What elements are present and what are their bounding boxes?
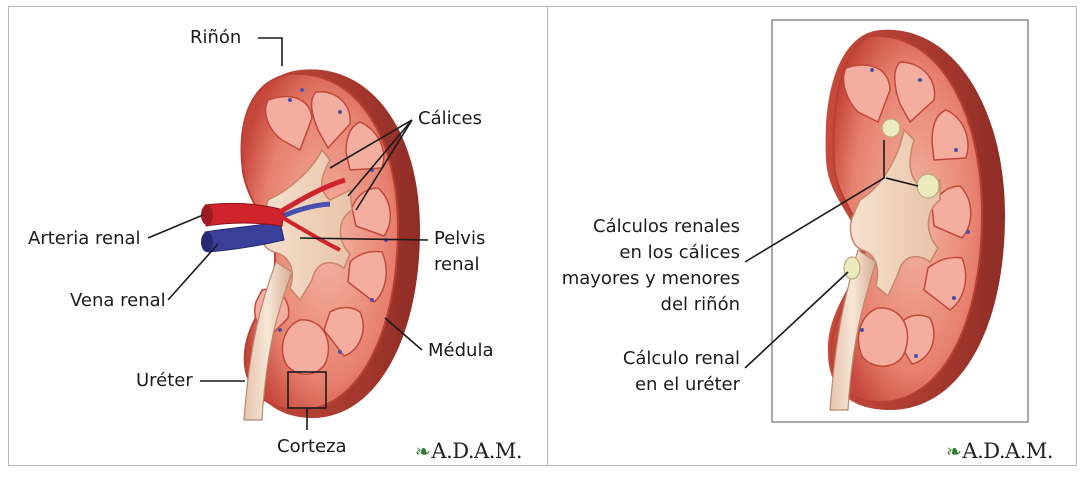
label-medulla: Médula <box>428 340 493 362</box>
label-cortex: Corteza <box>277 436 347 458</box>
label-stones-calyces-1: Cálculos renales <box>593 216 740 238</box>
label-renal-vein: Vena renal <box>70 290 166 312</box>
label-stones-calyces-2: en los cálices <box>619 242 740 264</box>
label-stones-calyces-3: mayores y menores <box>562 268 740 290</box>
label-stone-ureter-2: en el uréter <box>635 374 740 396</box>
label-calyces: Cálices <box>418 108 482 130</box>
label-stone-ureter-1: Cálculo renal <box>623 348 740 370</box>
label-renal-pelvis-1: Pelvis <box>434 228 485 250</box>
label-ureter: Uréter <box>136 370 193 392</box>
logo-text: A.D.A.M. <box>431 439 522 463</box>
left-kidney <box>201 69 420 420</box>
label-renal-artery: Arteria renal <box>28 228 141 250</box>
logo-text: A.D.A.M. <box>962 439 1053 463</box>
leaf-icon: ❧ <box>946 441 961 463</box>
leaf-icon: ❧ <box>415 441 430 463</box>
adam-logo-left: ❧A.D.A.M. <box>415 439 522 463</box>
label-kidney: Riñón <box>190 27 241 49</box>
renal-artery <box>205 203 284 226</box>
adam-logo-right: ❧A.D.A.M. <box>946 439 1053 463</box>
label-stones-calyces-4: del riñón <box>661 294 740 316</box>
label-renal-pelvis-2: renal <box>434 254 480 276</box>
